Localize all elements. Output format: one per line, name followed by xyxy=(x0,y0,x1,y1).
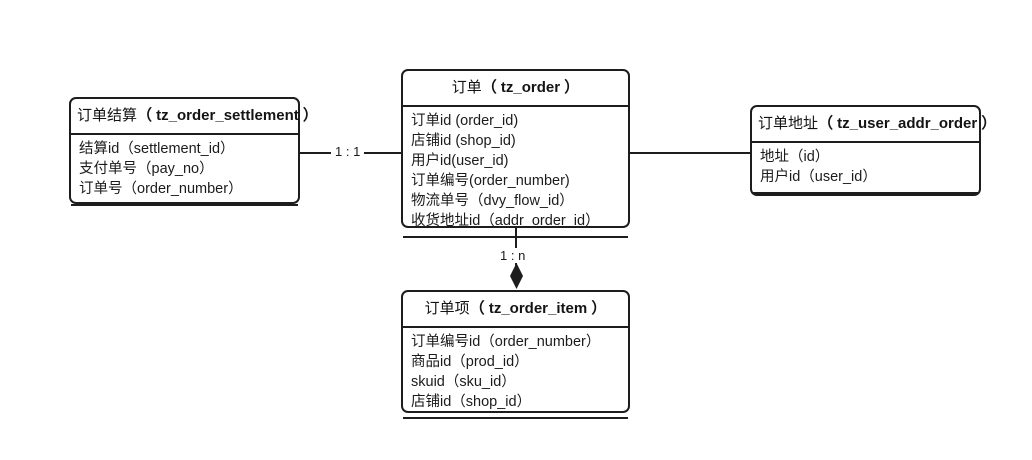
attribute-row: 订单id (order_id) xyxy=(411,113,519,129)
attribute-row: 地址（id） xyxy=(760,149,830,165)
attribute-row: 支付单号（pay_no） xyxy=(79,161,214,177)
entity-name-table: （ tz_order_item ） xyxy=(469,300,607,317)
attribute-row: skuid（sku_id） xyxy=(411,374,516,390)
attribute-row: 商品id（prod_id） xyxy=(411,354,529,370)
entity-attributes-order-item: 订单编号id（order_number） 商品id（prod_id） skuid… xyxy=(403,328,628,419)
entity-user-addr-order[interactable]: 订单地址（ tz_user_addr_order ） 地址（id） 用户id（u… xyxy=(750,105,996,196)
entity-order-item[interactable]: 订单项（ tz_order_item ） 订单编号id（order_number… xyxy=(401,290,630,419)
attribute-row: 物流单号（dvy_flow_id） xyxy=(411,193,574,209)
entity-order[interactable]: 订单（ tz_order ） 订单id (order_id) 店铺id (sho… xyxy=(401,69,630,238)
entity-name-cn: 订单项 xyxy=(424,300,470,317)
entity-order-settlement[interactable]: 订单结算（ tz_order_settlement ） 结算id（settlem… xyxy=(69,97,318,206)
entity-name-table: （ tz_order_settlement ） xyxy=(137,107,318,124)
entity-name-table: （ tz_user_addr_order ） xyxy=(818,115,997,132)
attribute-row: 结算id（settlement_id） xyxy=(79,141,235,157)
attribute-row: 订单编号(order_number) xyxy=(411,173,570,189)
entity-name-cn: 订单 xyxy=(451,79,482,96)
connector-order-address xyxy=(629,152,751,154)
attribute-row: 收货地址id（addr_order_id） xyxy=(411,213,600,229)
entity-title-order: 订单（ tz_order ） xyxy=(403,71,628,107)
entity-title-order-item: 订单项（ tz_order_item ） xyxy=(403,292,628,328)
attribute-row: 店铺id (shop_id) xyxy=(411,133,516,149)
entity-title-order-settlement: 订单结算（ tz_order_settlement ） xyxy=(71,99,318,135)
attribute-row: 订单编号id（order_number） xyxy=(411,334,601,350)
entity-attributes-order: 订单id (order_id) 店铺id (shop_id) 用户id(user… xyxy=(403,107,628,238)
entity-attributes-order-settlement: 结算id（settlement_id） 支付单号（pay_no） 订单号（ord… xyxy=(71,135,298,206)
filled-diamond-marker xyxy=(508,263,525,294)
edge-label-order-item: 1 : n xyxy=(496,248,530,263)
attribute-row: 订单号（order_number） xyxy=(79,181,243,197)
attribute-row: 用户id（user_id） xyxy=(760,169,877,185)
edge-label-settlement-order: 1 : 1 xyxy=(331,144,365,159)
attribute-row: 店铺id（shop_id） xyxy=(411,394,532,410)
entity-name-table: （ tz_order ） xyxy=(481,79,580,96)
entity-name-cn: 订单结算 xyxy=(77,107,138,124)
entity-title-user-addr-order: 订单地址（ tz_user_addr_order ） xyxy=(752,107,996,143)
connector-order-item xyxy=(515,227,517,267)
entity-attributes-user-addr-order: 地址（id） 用户id（user_id） xyxy=(752,143,979,194)
entity-name-cn: 订单地址 xyxy=(758,115,819,132)
attribute-row: 用户id(user_id) xyxy=(411,153,509,169)
